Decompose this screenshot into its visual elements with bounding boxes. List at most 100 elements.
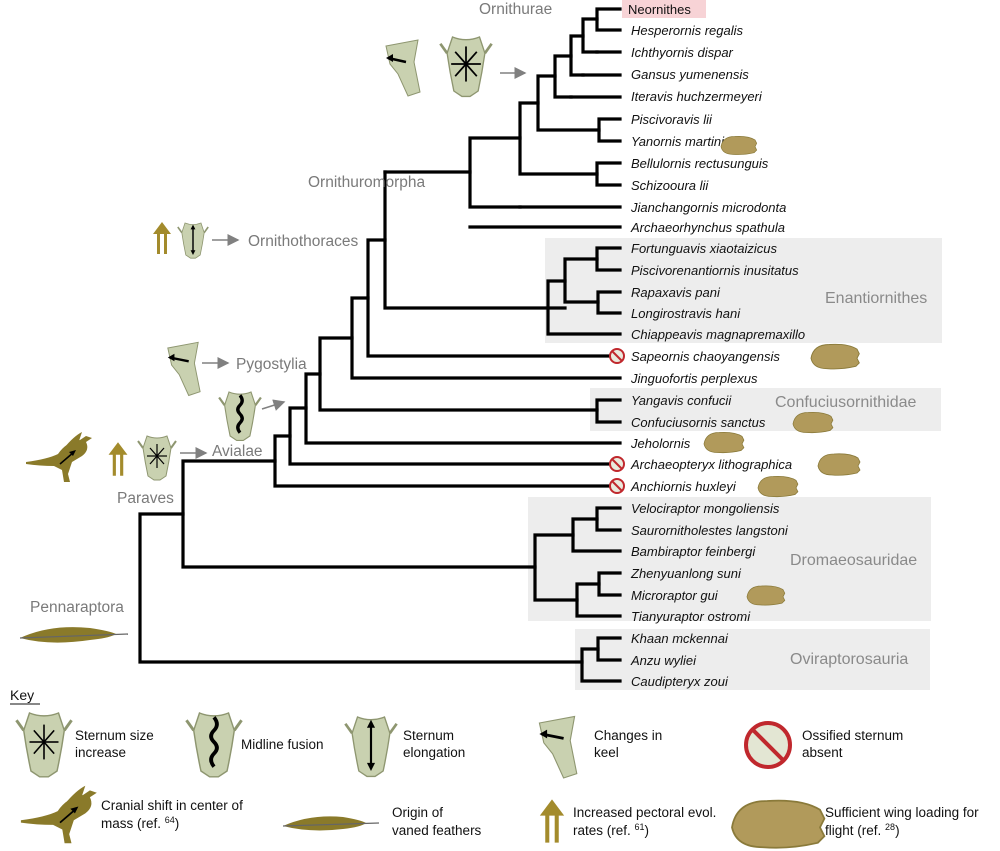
taxon-label: Fortunguavis xiaotaizicus xyxy=(631,241,777,256)
key-label-line: Cranial shift in center of xyxy=(101,798,243,813)
sternum-size-icon xyxy=(439,35,493,98)
wing-loading-icon xyxy=(720,136,758,155)
key-label: Increased pectoral evol. xyxy=(573,805,716,820)
key-label-line: flight (ref. xyxy=(825,823,881,838)
taxon-label: Rapaxavis pani xyxy=(631,285,721,300)
pygostylia-annotation xyxy=(167,341,230,396)
group-label-dromaeosauridae: Dromaeosauridae xyxy=(790,552,917,569)
taxon-label: Longirostravis hani xyxy=(631,306,741,321)
sternum-size-icon xyxy=(137,435,177,481)
key-label: Origin of xyxy=(392,805,443,820)
key-label: Midline fusion xyxy=(241,737,324,752)
taxon-label: Saurornitholestes langstoni xyxy=(631,523,789,538)
key-label-end: ) xyxy=(645,823,650,838)
clade-label-pygostylia: Pygostylia xyxy=(236,356,307,373)
key-label: Sternum xyxy=(403,728,454,743)
pennaraptora-annotation xyxy=(19,627,129,643)
taxon-label: Schizooura lii xyxy=(631,178,709,193)
key-label: Sternum size xyxy=(75,728,154,743)
group-label-oviraptorosauria: Oviraptorosauria xyxy=(790,651,908,668)
avialae-annotation xyxy=(26,432,208,482)
taxon-label: Yanornis martini xyxy=(631,134,725,149)
ornithurae-annotation xyxy=(385,35,527,98)
clade-label-ornithothoraces: Ornithothoraces xyxy=(248,233,359,250)
wing-loading-icon xyxy=(746,585,786,606)
key-legend: Key Sternum size increase Midline fusion… xyxy=(10,687,979,849)
clade-label-pennaraptora: Pennaraptora xyxy=(30,599,124,616)
taxon-label: Piscivorenantiornis inusitatus xyxy=(631,263,799,278)
key-label: mass (ref. 64) xyxy=(101,815,179,831)
taxon-label: Confuciusornis sanctus xyxy=(631,415,766,430)
key-label-end: ) xyxy=(175,816,180,831)
taxon-label: Hesperornis regalis xyxy=(631,23,743,38)
key-label: vaned feathers xyxy=(392,823,482,838)
key-label-end: ) xyxy=(895,823,900,838)
keel-icon xyxy=(167,341,201,396)
taxon-label: Jeholornis xyxy=(630,436,691,451)
tree-branches xyxy=(138,7,622,683)
key-ref: 61 xyxy=(635,822,645,832)
key-label: Changes in xyxy=(594,728,662,743)
key-ref: 64 xyxy=(165,815,175,825)
wing-loading-icon xyxy=(792,411,834,434)
taxon-label: Ichthyornis dispar xyxy=(631,45,734,60)
midline-fusion-icon xyxy=(218,390,262,442)
dinosaur-icon xyxy=(20,785,97,844)
keel-icon xyxy=(385,39,421,97)
taxon-label: Zhenyuanlong suni xyxy=(630,566,742,581)
dinosaur-icon xyxy=(26,432,92,482)
taxon-label: Sapeornis chaoyangensis xyxy=(631,349,780,364)
taxon-label: Archaeorhynchus spathula xyxy=(630,220,785,235)
taxon-label: Neornithes xyxy=(628,2,691,17)
clade-label-ornithuromorpha: Ornithuromorpha xyxy=(308,174,426,191)
taxon-label: Anchiornis huxleyi xyxy=(630,479,737,494)
ossified-sternum-absent-icon xyxy=(609,478,625,494)
key-label: keel xyxy=(594,745,619,760)
taxon-label: Bellulornis rectusunguis xyxy=(631,156,769,171)
vaned-feather-icon xyxy=(19,627,129,643)
wing-loading-icon xyxy=(817,453,861,476)
vaned-feather-icon xyxy=(282,816,380,831)
taxon-label: Velociraptor mongoliensis xyxy=(631,501,780,516)
sternum-elongation-icon xyxy=(344,715,398,778)
key-label: flight (ref. 28) xyxy=(825,822,900,838)
group-label-confuciusornithidae: Confuciusornithidae xyxy=(775,394,917,411)
clade-label-ornithurae: Ornithurae xyxy=(479,1,552,18)
key-label: absent xyxy=(802,745,843,760)
pectoral-rate-arrow-icon xyxy=(108,442,128,476)
taxon-label: Iteravis huchzermeyeri xyxy=(631,89,763,104)
taxon-label: Bambiraptor feinbergi xyxy=(631,544,756,559)
taxon-label: Archaeopteryx lithographica xyxy=(630,457,792,472)
key-label: elongation xyxy=(403,745,465,760)
taxon-label: Jinguofortis perplexus xyxy=(630,371,758,386)
midline-annotation xyxy=(218,390,286,442)
clade-label-avialae: Avialae xyxy=(212,443,263,460)
midline-fusion-icon xyxy=(184,711,244,779)
key-title: Key xyxy=(10,687,34,703)
ossified-sternum-absent-icon xyxy=(609,348,625,364)
key-label: Ossified sternum xyxy=(802,728,903,743)
taxon-label: Yangavis confucii xyxy=(631,393,732,408)
wing-loading-icon xyxy=(810,343,860,370)
taxon-label: Piscivoravis lii xyxy=(631,112,713,127)
wing-loading-icon xyxy=(757,475,799,498)
sternum-size-icon xyxy=(14,711,74,779)
key-ref: 28 xyxy=(885,822,895,832)
key-label: Sufficient wing loading for xyxy=(825,805,979,820)
key-label: rates (ref. 61) xyxy=(573,822,649,838)
taxon-label: Jianchangornis microdonta xyxy=(630,200,786,215)
pectoral-rate-arrow-icon xyxy=(153,222,171,254)
ornithothoraces-annotation xyxy=(153,222,240,260)
ossified-sternum-absent-icon xyxy=(609,456,625,472)
clade-label-paraves: Paraves xyxy=(117,490,174,507)
neornithes-highlight xyxy=(622,0,706,18)
ossified-sternum-absent-icon xyxy=(744,721,792,769)
key-label-line: mass (ref. xyxy=(101,816,161,831)
key-label-line: rates (ref. xyxy=(573,823,631,838)
key-label: Cranial shift in center of xyxy=(101,798,243,813)
taxon-labels: Neornithes Hesperornis regalis Ichthyorn… xyxy=(628,2,805,689)
wing-loading-icon xyxy=(703,431,745,454)
confuciusornithidae-box xyxy=(590,388,941,431)
pectoral-rate-arrow-icon xyxy=(539,799,565,843)
group-label-enantiornithes: Enantiornithes xyxy=(825,290,927,307)
